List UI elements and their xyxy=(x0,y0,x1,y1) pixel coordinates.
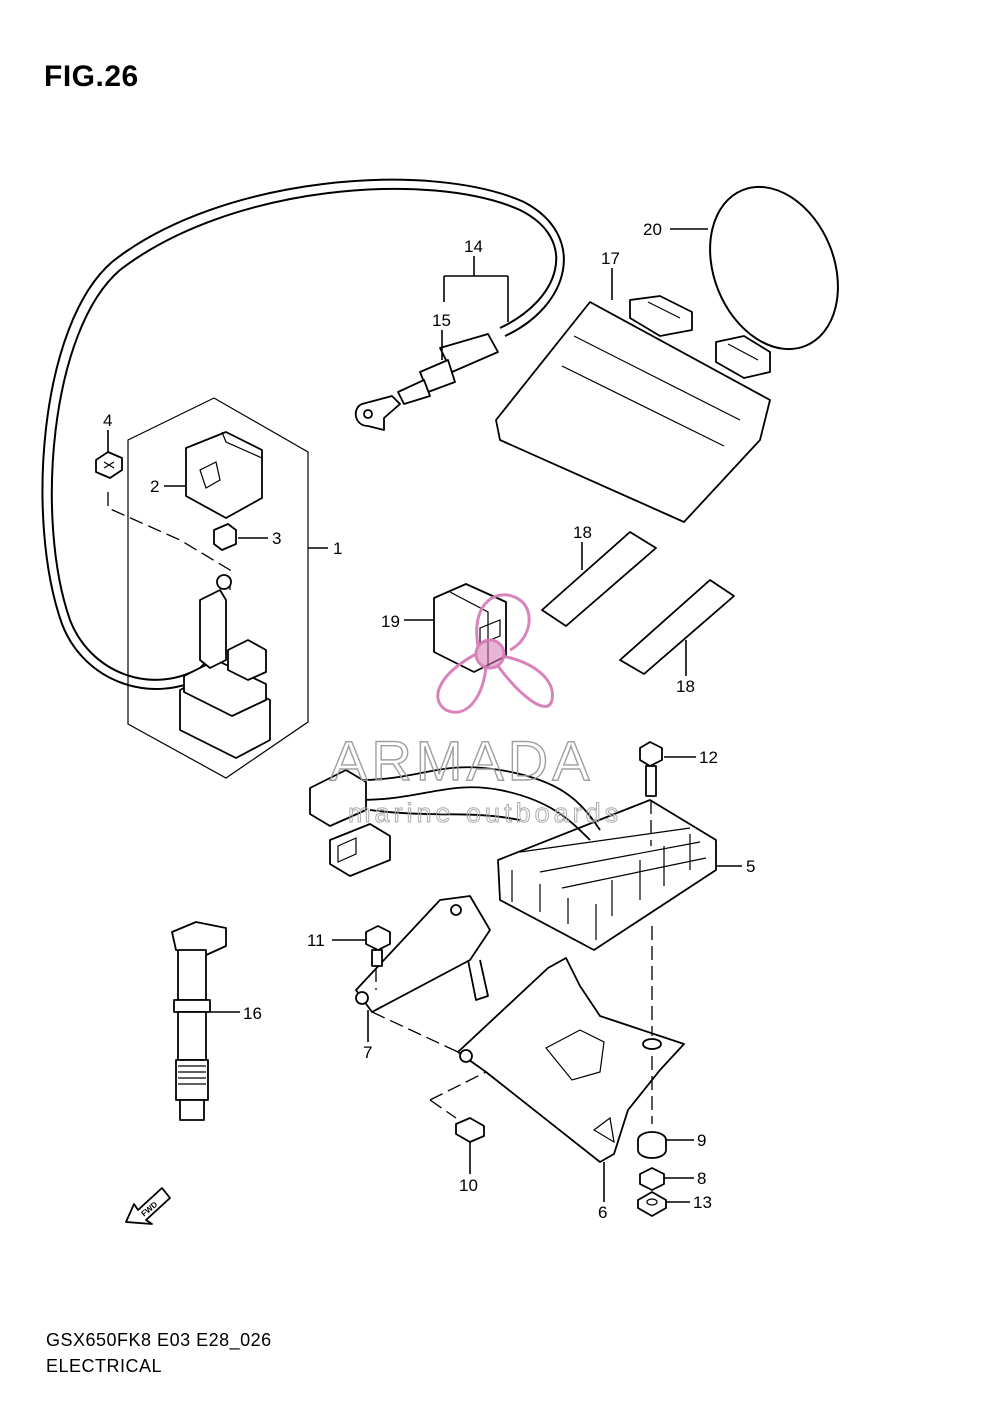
starter-relay-assembly-drawing xyxy=(107,397,309,779)
callout-14: 14 xyxy=(464,237,483,256)
regulator-bracket-drawing xyxy=(371,926,685,1163)
callout-8: 8 xyxy=(697,1169,706,1188)
callout-9: 9 xyxy=(697,1131,706,1150)
callout-15: 15 xyxy=(432,311,451,330)
screw-drawing xyxy=(95,451,123,479)
bolt-11-drawing xyxy=(365,925,391,990)
ecm-drawing xyxy=(495,295,771,523)
band-drawing xyxy=(709,185,839,351)
diagram-name: ELECTRICAL xyxy=(46,1356,163,1376)
watermark-tagline: marine outboards xyxy=(348,798,622,828)
callout-18-lower: 18 xyxy=(676,677,695,696)
watermark: ARMADA marine outboards xyxy=(329,593,622,829)
callout-13: 13 xyxy=(693,1193,712,1212)
battery-cable-drawing xyxy=(41,178,565,690)
callout-7: 7 xyxy=(363,1043,372,1062)
figure-title: FIG.26 xyxy=(44,60,139,93)
nut-13-drawing xyxy=(637,1191,667,1217)
cushion-lower-drawing xyxy=(619,579,735,675)
propeller-logo-icon xyxy=(436,593,554,714)
ignition-coil-drawing xyxy=(171,921,227,1121)
watermark-brand: ARMADA xyxy=(330,729,594,792)
callout-10: 10 xyxy=(459,1176,478,1195)
callout-5: 5 xyxy=(746,857,755,876)
callout-2: 2 xyxy=(150,477,159,496)
callout-18-upper: 18 xyxy=(573,523,592,542)
callout-11: 11 xyxy=(307,931,325,950)
callout-labels: 14 15 17 20 4 2 3 1 18 19 18 12 5 11 16 … xyxy=(103,220,755,1222)
callout-19: 19 xyxy=(381,612,400,631)
fwd-arrow-icon: FWD xyxy=(125,1187,171,1225)
cushion-9-drawing xyxy=(637,1131,667,1159)
callout-17: 17 xyxy=(601,249,620,268)
regulator-rectifier-drawing xyxy=(309,766,717,951)
callout-12: 12 xyxy=(699,748,718,767)
collar-8-drawing xyxy=(639,1167,665,1191)
callout-20: 20 xyxy=(643,220,662,239)
callout-4: 4 xyxy=(103,411,112,430)
callout-3: 3 xyxy=(272,529,281,548)
callout-1: 1 xyxy=(333,539,342,558)
leader-lines xyxy=(107,228,742,1203)
callout-6: 6 xyxy=(598,1203,607,1222)
callout-16: 16 xyxy=(243,1004,262,1023)
bolt-12-drawing xyxy=(639,741,663,846)
bolt-10-drawing xyxy=(429,1071,487,1143)
diagram-code: GSX650FK8 E03 E28_026 xyxy=(46,1330,272,1350)
cushion-upper-drawing xyxy=(541,531,657,627)
